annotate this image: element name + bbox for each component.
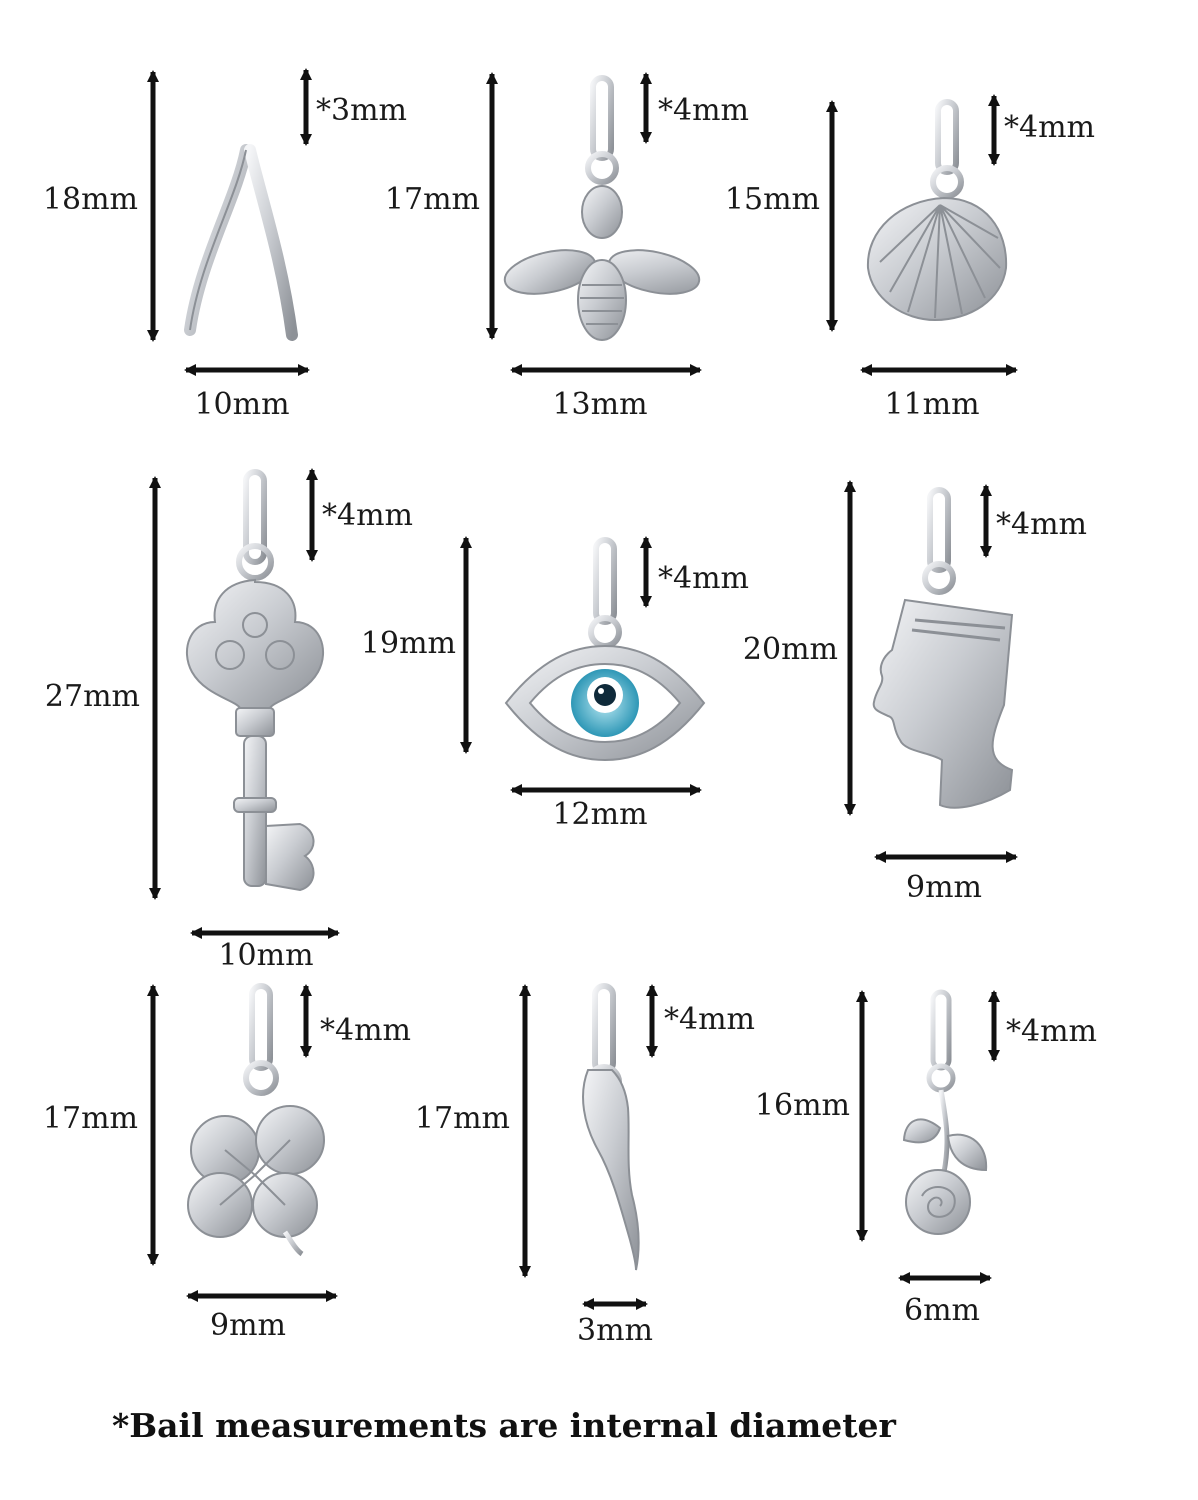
shell-image xyxy=(866,99,1008,322)
bail-label: *4mm xyxy=(322,498,413,533)
nefertiti-image xyxy=(872,487,1014,809)
key-image xyxy=(186,469,324,892)
height-label: 17mm xyxy=(385,182,480,217)
height-label: 27mm xyxy=(45,679,140,714)
wishbone-image xyxy=(184,70,298,341)
clover-charm: 17mm *4mm 9mm xyxy=(43,983,411,1343)
width-label: 13mm xyxy=(552,387,647,422)
footnote: *Bail measurements are internal diameter xyxy=(112,1406,896,1445)
width-label: 6mm xyxy=(904,1293,980,1328)
width-label: 12mm xyxy=(552,797,647,832)
width-label: 9mm xyxy=(210,1308,286,1343)
width-label: 10mm xyxy=(194,387,289,422)
bail-label: *4mm xyxy=(664,1002,755,1037)
height-label: 17mm xyxy=(415,1101,510,1136)
key-charm: 27mm *4mm 10mm xyxy=(45,468,413,973)
height-label: 17mm xyxy=(43,1101,138,1136)
bail-label: *4mm xyxy=(1006,1014,1097,1049)
evil-eye-image xyxy=(504,537,706,762)
shell-charm: 15mm *4mm 11mm xyxy=(725,94,1095,422)
rose-image xyxy=(902,989,988,1235)
wishbone-charm: 18mm *3mm 10mm xyxy=(43,68,407,422)
clover-image xyxy=(187,983,325,1257)
width-label: 10mm xyxy=(218,938,313,973)
bail-label: *4mm xyxy=(658,93,749,128)
horn-image xyxy=(582,983,640,1271)
nefertiti-charm: 20mm *4mm 9mm xyxy=(743,480,1087,905)
width-label: 3mm xyxy=(577,1313,653,1348)
rose-charm: 16mm *4mm 6mm xyxy=(755,989,1097,1328)
height-label: 15mm xyxy=(725,182,820,217)
height-label: 20mm xyxy=(743,632,838,667)
bail-label: *4mm xyxy=(1004,110,1095,145)
bail-label: *4mm xyxy=(996,507,1087,542)
bail-label: *4mm xyxy=(658,561,749,596)
height-label: 16mm xyxy=(755,1088,850,1123)
width-label: 11mm xyxy=(884,387,979,422)
bail-label: *4mm xyxy=(320,1013,411,1048)
bee-charm: 17mm *4mm 13mm xyxy=(385,72,749,422)
height-label: 18mm xyxy=(43,182,138,217)
bail-label: *3mm xyxy=(316,93,407,128)
width-label: 9mm xyxy=(906,870,982,905)
horn-charm: 17mm *4mm 3mm xyxy=(415,983,755,1348)
height-label: 19mm xyxy=(361,626,456,661)
bee-image xyxy=(503,75,701,341)
evil-eye-charm: 19mm *4mm 12mm xyxy=(361,536,749,832)
